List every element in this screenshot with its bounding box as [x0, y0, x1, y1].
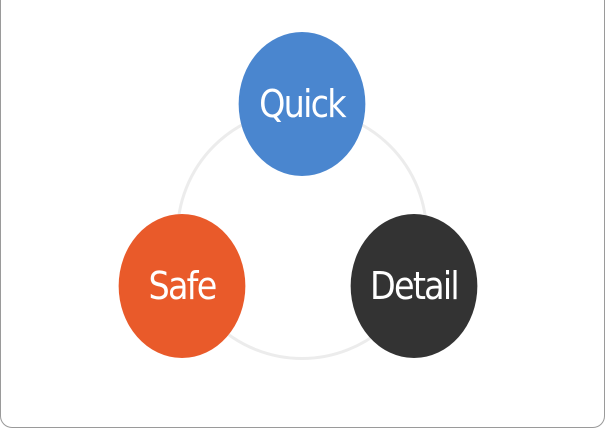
- detail-label: Detail: [370, 264, 460, 308]
- safe-label: Safe: [148, 264, 217, 308]
- detail-node: Detail: [350, 214, 478, 358]
- quick-label: Quick: [259, 82, 347, 126]
- quick-node: Quick: [238, 32, 366, 176]
- safe-node: Safe: [118, 214, 246, 358]
